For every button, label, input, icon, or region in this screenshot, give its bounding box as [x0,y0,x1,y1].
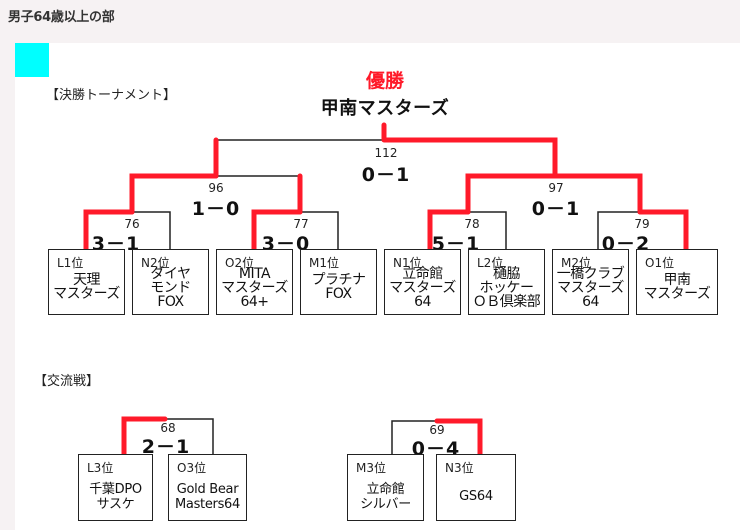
final-match-number: 112 [374,146,398,160]
team-box: L1位 天理 マスターズ [48,249,125,315]
qf76-match-number: 76 [124,217,140,231]
ex68-win-line [121,416,168,457]
page-title: 男子64歳以上の部 [8,10,115,25]
semi2-left-line [465,173,558,215]
team-box: O1位 甲南 マスターズ [636,249,718,315]
semi1-score: 1－0 [191,198,241,220]
semi2-score: 0－1 [531,198,581,220]
team-box: N3位 GS64 [436,454,516,521]
team-box: N2位 ダイヤ モンド FOX [132,249,209,315]
team-name: GS64 [459,489,493,504]
final-score: 0－1 [361,164,411,186]
team-name: MITA マスターズ 64+ [221,266,288,310]
team-name: Gold Bear Masters64 [174,482,240,512]
ex68-score: 2－1 [141,436,191,458]
ex69-match-number: 69 [429,423,445,437]
exchange-section-label: 【交流戦】 [34,374,100,389]
ex68-match-number: 68 [160,421,176,435]
accent-block [15,43,49,77]
ex69-win-line [434,418,483,457]
team-seed: N1位 [393,256,422,270]
team-box: L3位 千葉DPO サスケ [78,454,153,521]
team-box: O2位 MITA マスターズ 64+ [216,249,293,315]
team-box: M2位 一橋クラブ マスターズ 64 [552,249,629,315]
team-seed: M1位 [309,256,339,270]
team-box: M3位 立命館 シルバー [347,454,424,521]
team-seed: N2位 [141,256,170,270]
team-seed: O3位 [177,461,207,475]
team-seed: L1位 [57,256,84,270]
team-name: プラチナ FOX [311,272,367,302]
semi1-match-number: 96 [208,181,224,195]
qf79-win-line [637,209,689,252]
team-seed: L2位 [477,256,504,270]
team-seed: O2位 [225,256,255,270]
team-name: ダイヤ モンド FOX [150,266,191,310]
qf79-match-number: 79 [634,217,650,231]
team-seed: L3位 [87,461,114,475]
team-name: 樋脇 ホッケー ＯＢ倶楽部 [472,266,541,310]
team-box: N1位 立命館 マスターズ 64 [384,249,461,315]
semi2-win-line [552,173,643,215]
champion-label: 優勝 [365,70,404,92]
team-name: 立命館 マスターズ 64 [389,266,456,310]
qf76-win-line [83,209,135,252]
team-name: 千葉DPO サスケ [89,482,142,512]
tournament-section-label: 【決勝トーナメント】 [46,88,177,103]
team-seed: M2位 [561,256,591,270]
team-name: 甲南 マスターズ [643,272,711,302]
team-box: O3位 Gold Bear Masters64 [168,454,247,521]
team-name: 天理 マスターズ [53,272,120,302]
team-seed: O1位 [645,256,675,270]
team-name: 立命館 シルバー [360,482,411,512]
semi1-win-line [129,173,219,215]
champion-name: 甲南マスターズ [320,98,450,119]
qf77-match-number: 77 [293,217,309,231]
qf78-win-line [427,209,471,252]
qf78-match-number: 78 [464,217,480,231]
team-seed: M3位 [356,461,386,475]
final-win-line [381,122,558,179]
team-box: L2位 樋脇 ホッケー ＯＢ倶楽部 [468,249,545,315]
team-seed: N3位 [445,461,474,475]
team-name: 一橋クラブ マスターズ 64 [556,266,625,310]
qf77-win-line [251,209,303,252]
team-box: M1位 プラチナ FOX [300,249,377,315]
semi2-match-number: 97 [548,181,564,195]
